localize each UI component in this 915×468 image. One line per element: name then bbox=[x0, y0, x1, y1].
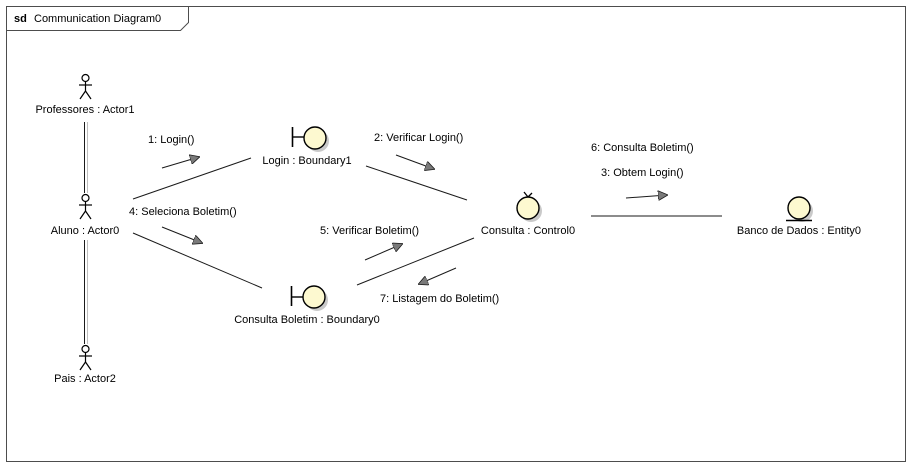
message-label-6: 6: Consulta Boletim() bbox=[591, 142, 694, 154]
message-label-7: 7: Listagem do Boletim() bbox=[380, 293, 499, 305]
stick-figure-icon bbox=[79, 73, 92, 100]
actor-label: Pais : Actor2 bbox=[54, 373, 116, 385]
boundary-login[interactable]: Login : Boundary1 bbox=[262, 126, 352, 167]
message-label-2: 2: Verificar Login() bbox=[374, 132, 463, 144]
boundary-icon bbox=[291, 126, 329, 152]
message-arrow-7 bbox=[419, 267, 457, 284]
link-aluno-login[interactable] bbox=[132, 157, 252, 200]
actor-pais[interactable]: Pais : Actor2 bbox=[54, 344, 116, 386]
node-label: Consulta Boletim : Boundary0 bbox=[234, 314, 380, 326]
frame-keyword: sd bbox=[14, 13, 27, 25]
control-icon bbox=[516, 191, 542, 222]
link-consultaboletim-consulta[interactable] bbox=[356, 237, 475, 286]
stick-figure-icon bbox=[79, 344, 92, 371]
diagram-frame: sd Communication Diagram0 bbox=[6, 6, 906, 462]
message-arrows bbox=[161, 154, 667, 284]
message-arrow-5 bbox=[364, 244, 402, 261]
node-label: Banco de Dados : Entity0 bbox=[737, 225, 861, 237]
message-label-3: 3: Obtem Login() bbox=[601, 167, 684, 179]
actor-label: Aluno : Actor0 bbox=[51, 225, 120, 237]
link-aluno-consultaboletim[interactable] bbox=[132, 232, 263, 289]
message-arrow-3 bbox=[625, 195, 667, 198]
actor-aluno[interactable]: Aluno : Actor0 bbox=[51, 193, 120, 238]
node-label: Consulta : Control0 bbox=[481, 225, 575, 237]
message-label-4: 4: Seleciona Boletim() bbox=[129, 206, 237, 218]
frame-name: Communication Diagram0 bbox=[34, 13, 161, 25]
actor-label: Professores : Actor1 bbox=[35, 104, 134, 116]
actor-professores[interactable]: Professores : Actor1 bbox=[35, 73, 135, 117]
entity-icon bbox=[786, 196, 813, 222]
boundary-consulta-boletim[interactable]: Consulta Boletim : Boundary0 bbox=[234, 285, 380, 326]
message-labels: 1: Login() 2: Verificar Login() 3: Obtem… bbox=[129, 132, 694, 305]
message-label-1: 1: Login() bbox=[148, 134, 194, 146]
boundary-icon bbox=[290, 285, 328, 311]
control-consulta[interactable]: Consulta : Control0 bbox=[481, 191, 575, 237]
link-login-consulta[interactable] bbox=[365, 165, 468, 201]
message-arrow-4 bbox=[161, 226, 202, 243]
node-label: Login : Boundary1 bbox=[262, 155, 351, 167]
entity-banco-de-dados[interactable]: Banco de Dados : Entity0 bbox=[737, 196, 861, 237]
stick-figure-icon bbox=[79, 193, 92, 220]
message-arrow-1 bbox=[161, 157, 199, 169]
message-arrow-2 bbox=[395, 154, 434, 169]
message-label-5: 5: Verificar Boletim() bbox=[320, 225, 419, 237]
links bbox=[84, 122, 722, 344]
